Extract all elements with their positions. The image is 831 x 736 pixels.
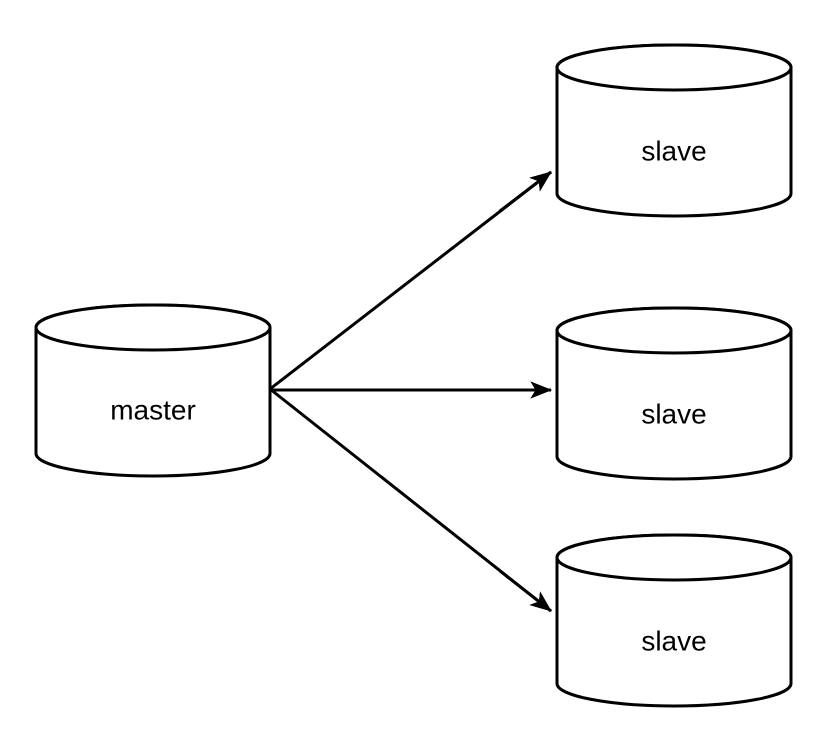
- cylinder-top-ellipse: [555, 306, 793, 355]
- node-slave-1[interactable]: slave: [555, 43, 793, 218]
- node-slave-3[interactable]: slave: [555, 533, 793, 708]
- cylinder-top-ellipse: [555, 43, 793, 92]
- node-label-slave-1: slave: [641, 135, 706, 166]
- node-slave-2[interactable]: slave: [555, 306, 793, 481]
- edge-1-tip: [499, 170, 552, 213]
- edge-3-tip: [499, 569, 552, 613]
- cylinder-top-ellipse: [555, 533, 793, 582]
- node-layer: master slave slave slave: [34, 43, 793, 708]
- edge-arrowhead-layer: [499, 170, 552, 613]
- node-label-slave-3: slave: [641, 625, 706, 656]
- node-master[interactable]: master: [34, 303, 272, 478]
- cylinder-top-ellipse: [34, 303, 272, 352]
- node-label-slave-2: slave: [641, 398, 706, 429]
- node-label-master: master: [110, 394, 196, 425]
